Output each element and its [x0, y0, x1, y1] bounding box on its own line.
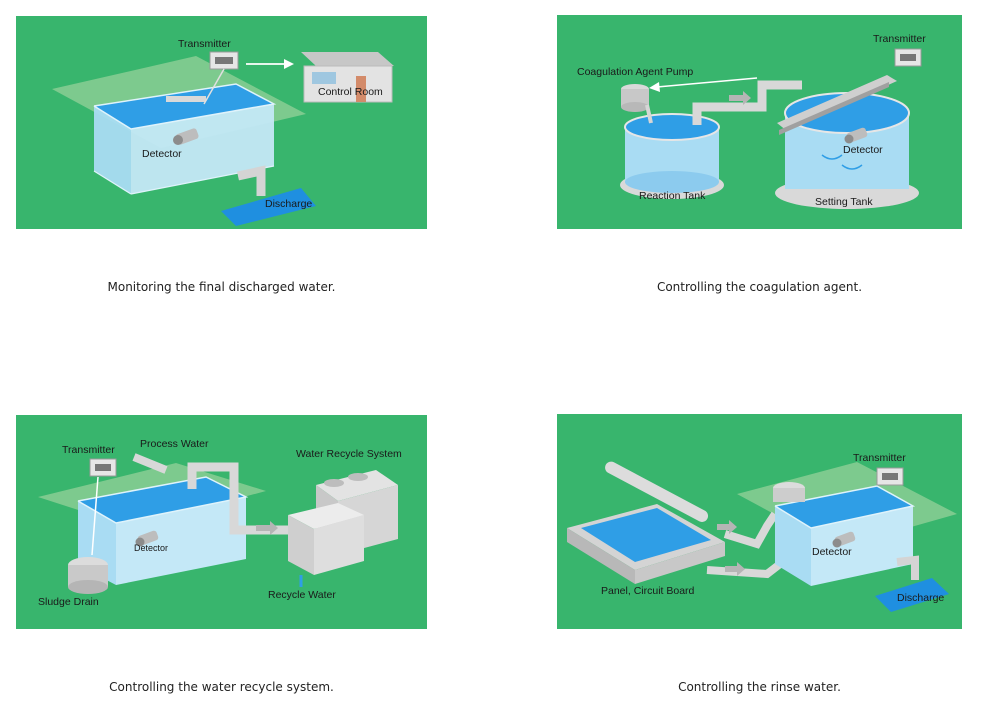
label-detector: Detector — [134, 543, 168, 553]
label-transmitter: Transmitter — [62, 444, 115, 456]
process-water-pipe — [132, 453, 168, 474]
detector-icon — [173, 128, 199, 145]
label-process-water: Process Water — [140, 438, 209, 450]
flow-arrow-icon — [256, 521, 278, 535]
transmitter-icon — [894, 48, 922, 67]
label-setting-tank: Setting Tank — [815, 196, 873, 208]
scraper-bridge-icon — [777, 75, 897, 135]
detector-icon — [135, 530, 159, 547]
label-sludge-drain: Sludge Drain — [38, 596, 99, 608]
discharge-pipe — [221, 165, 316, 226]
reaction-tank — [620, 113, 724, 199]
tank — [77, 476, 249, 585]
flow-arrow-icon — [717, 520, 737, 534]
label-transmitter: Transmitter — [178, 38, 231, 50]
transmitter-icon — [203, 51, 239, 105]
circuit-board-tray — [567, 461, 725, 584]
discharge-pipe — [875, 555, 949, 612]
caption-coagulation: Controlling the coagulation agent. — [656, 280, 863, 294]
tank — [773, 482, 916, 586]
flow-arrow-icon — [725, 562, 745, 576]
panel-rinse: Transmitter Detector Panel, Circuit Boar… — [557, 414, 962, 629]
transmitter-icon — [89, 458, 117, 556]
diagram-recycle: Transmitter Process Water Water Recycle … — [16, 415, 427, 629]
transmitter-icon — [876, 467, 904, 486]
detector-icon — [844, 127, 868, 144]
caption-final-discharge: Monitoring the final discharged water. — [107, 280, 336, 294]
label-detector: Detector — [843, 144, 883, 156]
rinse-pipe — [723, 511, 779, 549]
diagram-coagulation: Transmitter Coagulation Agent Pump Detec… — [557, 15, 962, 229]
diagram-rinse: Transmitter Detector Panel, Circuit Boar… — [557, 414, 962, 629]
label-recycle-system: Water Recycle System — [296, 448, 402, 460]
panel-coagulation: Transmitter Coagulation Agent Pump Detec… — [557, 15, 962, 229]
label-coagulation-pump: Coagulation Agent Pump — [577, 66, 693, 78]
label-recycle-water: Recycle Water — [268, 589, 336, 601]
panel-recycle: Transmitter Process Water Water Recycle … — [16, 415, 427, 629]
flow-arrow-icon — [729, 91, 751, 105]
arrow-left-icon — [649, 77, 758, 92]
label-transmitter: Transmitter — [853, 452, 906, 464]
caption-rinse: Controlling the rinse water. — [678, 680, 841, 694]
label-discharge: Discharge — [265, 198, 312, 210]
panel-final-discharge: Transmitter Control Room Detector Discha… — [16, 16, 427, 229]
detector-icon — [832, 531, 856, 548]
label-detector: Detector — [812, 546, 852, 558]
label-transmitter: Transmitter — [873, 33, 926, 45]
diagram-final-discharge: Transmitter Control Room Detector Discha… — [16, 16, 427, 229]
label-detector: Detector — [142, 148, 182, 160]
control-room-icon — [301, 52, 394, 103]
setting-tank — [775, 92, 919, 209]
water-recycle-system-icon — [288, 470, 398, 587]
label-panel-circuit-board: Panel, Circuit Board — [601, 585, 695, 597]
caption-recycle: Controlling the water recycle system. — [109, 680, 334, 694]
label-discharge: Discharge — [897, 592, 944, 604]
sludge-drain-icon — [68, 557, 108, 594]
coagulation-pump-icon — [621, 84, 653, 124]
transfer-pipe — [692, 80, 802, 125]
arrow-right-icon — [246, 59, 294, 69]
recycle-pipe — [187, 462, 296, 535]
label-reaction-tank: Reaction Tank — [639, 190, 706, 202]
label-control-room: Control Room — [318, 86, 383, 98]
